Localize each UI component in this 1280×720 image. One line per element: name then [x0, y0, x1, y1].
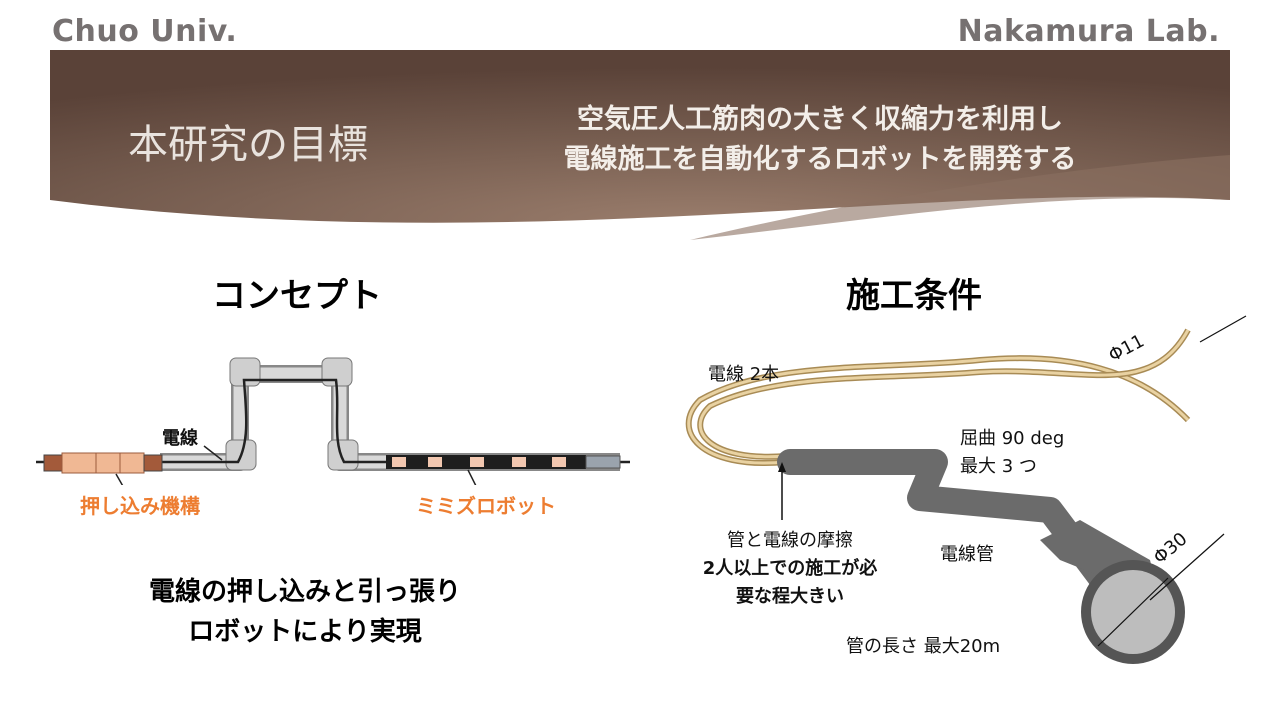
- label-earthworm-robot: ミミズロボット: [416, 494, 556, 518]
- label-bend-angle: 屈曲 90 deg: [960, 428, 1065, 449]
- friction-note: 管と電線の摩擦 2人以上での施工が必 要な程大きい: [640, 527, 940, 611]
- concept-heading: コンセプト: [212, 276, 382, 316]
- conditions-heading: 施工条件: [846, 276, 982, 316]
- label-bend-count: 最大 3 つ: [960, 456, 1037, 477]
- label-conduit: 電線管: [940, 544, 994, 565]
- summary-line-2: ロボットにより実現: [188, 617, 422, 647]
- label-wire: 電線: [162, 428, 198, 449]
- lab-name: Nakamura Lab.: [957, 14, 1220, 49]
- goal-line-2: 電線施工を自動化するロボットを開発する: [563, 144, 1077, 175]
- banner-title: 本研究の目標: [128, 122, 368, 168]
- banner-goal: 空気圧人工筋肉の大きく収縮力を利用し 電線施工を自動化するロボットを開発する: [500, 100, 1140, 180]
- friction-line-3: 要な程大きい: [736, 586, 844, 607]
- friction-line-2: 2人以上での施工が必: [702, 558, 878, 579]
- label-push-mechanism: 押し込み機構: [80, 494, 200, 518]
- elbow-joint: [327, 439, 359, 471]
- label-pipe-length: 管の長さ 最大20m: [846, 636, 1001, 657]
- goal-line-1: 空気圧人工筋肉の大きく収縮力を利用し: [577, 104, 1063, 135]
- concept-diagram: [36, 357, 630, 485]
- wire-line: [36, 378, 630, 464]
- push-mechanism: [43, 452, 163, 474]
- conditions-diagram: [685, 315, 1247, 664]
- friction-line-1: 管と電線の摩擦: [727, 530, 853, 551]
- label-wire-count: 電線 2本: [708, 364, 780, 385]
- university-name: Chuo Univ.: [52, 14, 238, 49]
- diameter-arrow: [1199, 315, 1247, 343]
- earthworm-robot: [386, 455, 621, 469]
- concept-summary: 電線の押し込みと引っ張り ロボットにより実現: [110, 572, 500, 652]
- wire-pair: [685, 328, 1191, 467]
- summary-line-1: 電線の押し込みと引っ張り: [148, 577, 461, 607]
- title-banner: [50, 50, 1230, 240]
